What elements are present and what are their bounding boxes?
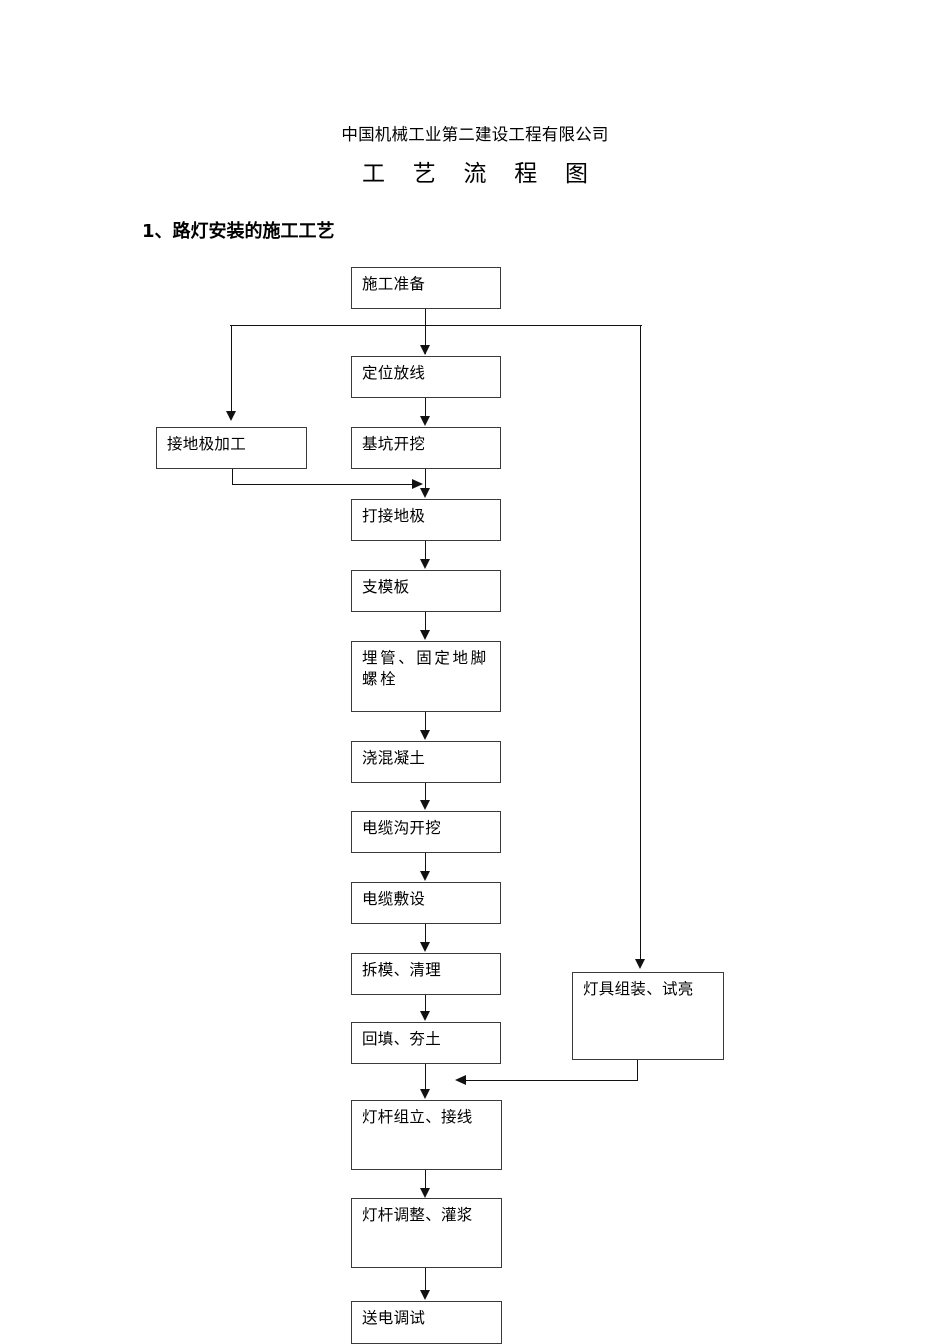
edge-n3-elbow-vertical bbox=[232, 469, 233, 485]
flow-node-construction-preparation[interactable]: 施工准备 bbox=[351, 267, 501, 309]
edge-branch-right-vertical bbox=[640, 325, 641, 960]
flow-node-pour-concrete[interactable]: 浇混凝土 bbox=[351, 741, 501, 783]
edge-n3-elbow-arrowhead bbox=[412, 479, 423, 489]
edge-n6-n7-line bbox=[425, 612, 426, 631]
edge-n7-n8-line bbox=[425, 712, 426, 731]
edge-n15-n16-line bbox=[425, 1268, 426, 1291]
edge-top-distribution-bar bbox=[230, 325, 642, 326]
edge-n10-n11-line bbox=[425, 924, 426, 943]
edge-n2-n4-line bbox=[425, 398, 426, 418]
flow-node-cable-trench-excavation[interactable]: 电缆沟开挖 bbox=[351, 811, 501, 853]
edge-n4-n5-arrowhead bbox=[420, 488, 430, 498]
edge-n13-merge-vertical bbox=[637, 1060, 638, 1081]
flow-node-positioning-layout[interactable]: 定位放线 bbox=[351, 356, 501, 398]
edge-n2-n4-arrowhead bbox=[420, 416, 430, 426]
edge-n1-n2-arrowhead bbox=[420, 345, 430, 355]
edge-n8-n9-line bbox=[425, 783, 426, 801]
edge-n11-n12-arrowhead bbox=[420, 1011, 430, 1021]
edge-n13-merge-horizontal bbox=[458, 1080, 638, 1081]
edge-branch-left-vertical bbox=[231, 325, 232, 413]
edge-branch-right-arrowhead bbox=[635, 959, 645, 969]
edge-n1-stem bbox=[425, 309, 426, 354]
edge-n9-n10-line bbox=[425, 853, 426, 872]
edge-n15-n16-arrowhead bbox=[420, 1290, 430, 1300]
edge-branch-left-arrowhead bbox=[226, 411, 236, 421]
flow-node-embed-pipe-fix-anchor-bolts[interactable]: 埋管、固定地脚 螺栓 bbox=[351, 641, 501, 712]
flow-node-drive-grounding-electrode[interactable]: 打接地极 bbox=[351, 499, 501, 541]
edge-n5-n6-line bbox=[425, 541, 426, 560]
flow-node-grounding-electrode-fabrication[interactable]: 接地极加工 bbox=[156, 427, 307, 469]
edge-n12-n14-arrowhead bbox=[420, 1089, 430, 1099]
company-name: 中国机械工业第二建设工程有限公司 bbox=[341, 125, 609, 144]
page-title: 工 艺 流 程 图 bbox=[362, 161, 599, 186]
edge-n12-n14-line bbox=[425, 1064, 426, 1090]
edge-n13-merge-arrowhead bbox=[455, 1075, 466, 1085]
section-heading: 1、路灯安装的施工工艺 bbox=[142, 221, 335, 242]
flow-node-backfill-tamping[interactable]: 回填、夯土 bbox=[351, 1022, 501, 1064]
edge-n11-n12-line bbox=[425, 995, 426, 1013]
flow-node-pole-erection-wiring[interactable]: 灯杆组立、接线 bbox=[351, 1100, 502, 1170]
edge-n10-n11-arrowhead bbox=[420, 942, 430, 952]
flow-node-pole-adjustment-grouting[interactable]: 灯杆调整、灌浆 bbox=[351, 1198, 502, 1268]
edge-n6-n7-arrowhead bbox=[420, 630, 430, 640]
edge-n8-n9-arrowhead bbox=[420, 800, 430, 810]
flow-node-formwork-removal-cleanup[interactable]: 拆模、清理 bbox=[351, 953, 501, 995]
flow-node-power-on-commissioning[interactable]: 送电调试 bbox=[351, 1301, 502, 1344]
edge-n7-n8-arrowhead bbox=[420, 730, 430, 740]
flow-node-cable-laying[interactable]: 电缆敷设 bbox=[351, 882, 501, 924]
edge-n3-elbow-horizontal bbox=[232, 484, 414, 485]
flow-node-foundation-pit-excavation[interactable]: 基坑开挖 bbox=[351, 427, 501, 469]
edge-n4-n5-line bbox=[425, 469, 426, 489]
flow-node-luminaire-assembly-test-lighting[interactable]: 灯具组装、试亮 bbox=[572, 972, 724, 1060]
edge-n9-n10-arrowhead bbox=[420, 871, 430, 881]
edge-n14-n15-arrowhead bbox=[420, 1188, 430, 1198]
edge-n14-n15-line bbox=[425, 1170, 426, 1189]
edge-n5-n6-arrowhead bbox=[420, 559, 430, 569]
flow-node-formwork-support[interactable]: 支模板 bbox=[351, 570, 501, 612]
